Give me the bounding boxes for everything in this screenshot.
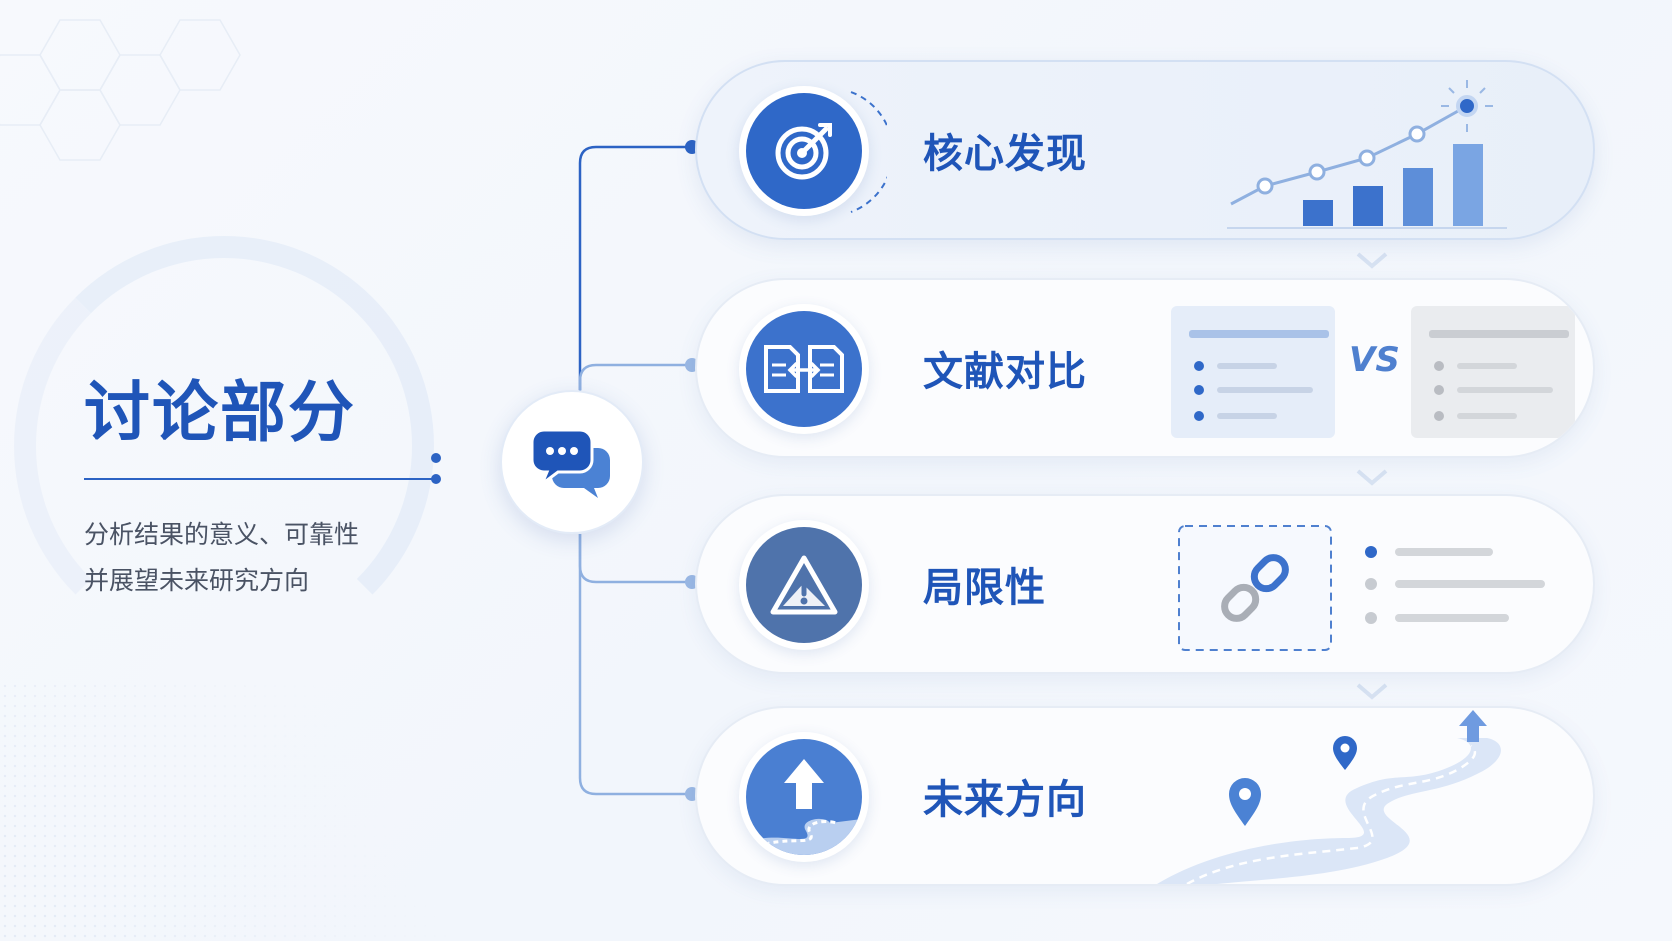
icon-circle bbox=[746, 527, 862, 643]
limitation-list-illustration bbox=[1365, 546, 1545, 624]
location-pin-icon bbox=[1333, 736, 1357, 770]
background-dot-texture bbox=[0, 681, 520, 941]
compare-documents-icon bbox=[764, 345, 844, 393]
document-left-illustration bbox=[1171, 306, 1335, 438]
page-subtitle: 分析结果的意义、可靠性 并展望未来研究方向 bbox=[84, 520, 360, 595]
card-label: 局限性 bbox=[923, 565, 1046, 611]
background-hexagon-pattern bbox=[0, 19, 241, 161]
broken-link-illustration bbox=[1178, 525, 1332, 651]
page-title: 讨论部分 bbox=[84, 374, 356, 451]
growth-chart-illustration bbox=[1227, 80, 1507, 229]
arrow-up-icon bbox=[1459, 710, 1487, 742]
icon-circle bbox=[746, 93, 862, 209]
card-label: 未来方向 bbox=[923, 777, 1087, 823]
card-literature-comparison[interactable]: 文献对比 VS bbox=[695, 278, 1595, 458]
card-label: 核心发现 bbox=[923, 131, 1087, 177]
arrow-up-path-icon bbox=[746, 759, 862, 855]
target-icon bbox=[775, 123, 832, 180]
title-underline-dot bbox=[431, 453, 441, 463]
icon-circle bbox=[746, 739, 862, 855]
winding-road-illustration bbox=[1157, 710, 1501, 884]
chevron-down-icon bbox=[1356, 252, 1388, 269]
warning-icon bbox=[770, 555, 838, 615]
document-right-illustration bbox=[1411, 306, 1575, 438]
card-core-findings[interactable]: 核心发现 bbox=[695, 60, 1595, 240]
title-underline-end-dot bbox=[431, 474, 441, 484]
icon-circle bbox=[746, 311, 862, 427]
card-limitations[interactable]: 局限性 bbox=[695, 494, 1595, 674]
hub-circle bbox=[500, 390, 644, 534]
title-underline bbox=[84, 478, 436, 480]
vs-label: VS bbox=[1349, 340, 1400, 380]
chevron-down-icon bbox=[1356, 683, 1388, 700]
card-future-directions[interactable]: 未来方向 bbox=[695, 706, 1595, 886]
card-label: 文献对比 bbox=[923, 349, 1087, 395]
location-pin-icon bbox=[1229, 778, 1261, 826]
chat-bubbles-icon bbox=[530, 428, 610, 498]
chevron-down-icon bbox=[1356, 469, 1388, 486]
progress-arc bbox=[850, 91, 887, 213]
